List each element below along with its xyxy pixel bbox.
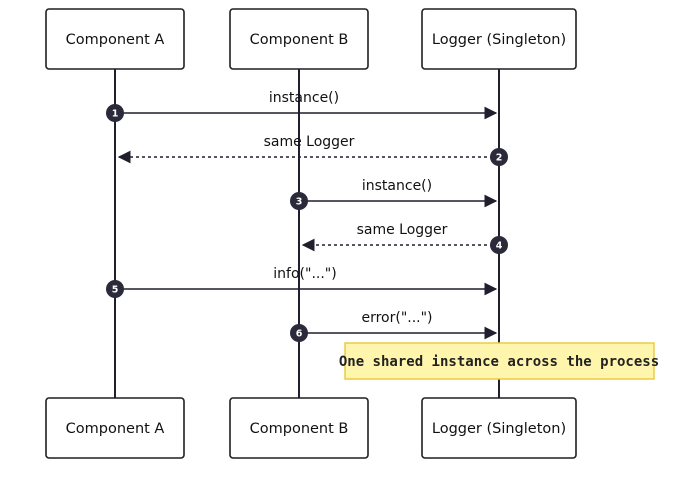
- message-label: instance(): [269, 90, 339, 106]
- actor-bottom-logger: Logger (Singleton): [421, 397, 577, 459]
- sequence-number: 1: [112, 109, 119, 120]
- sequence-number-badge: [490, 236, 508, 254]
- message-label: info("..."): [273, 266, 336, 282]
- actor-label: Component A: [66, 421, 165, 437]
- actor-top-component-b: Component B: [229, 8, 369, 70]
- message-label: same Logger: [264, 134, 355, 150]
- message-4: same Logger 4: [301, 222, 508, 254]
- sequence-number-badge: [290, 324, 308, 342]
- message-3: instance() 3: [290, 178, 498, 210]
- message-6: error("...") 6: [290, 310, 498, 342]
- sequence-number-badge: [290, 192, 308, 210]
- message-2: same Logger 2: [117, 134, 508, 166]
- message-1: instance() 1: [106, 90, 498, 122]
- sequence-number: 2: [496, 153, 503, 164]
- sequence-number-badge: [490, 148, 508, 166]
- actor-label: Logger (Singleton): [432, 421, 566, 437]
- actor-bottom-component-a: Component A: [45, 397, 185, 459]
- actor-label: Logger (Singleton): [432, 32, 566, 48]
- message-label: instance(): [362, 178, 432, 194]
- note-text: One shared instance across the process: [339, 354, 659, 370]
- sequence-number-badge: [106, 104, 124, 122]
- sequence-number: 6: [296, 329, 303, 340]
- actor-label: Component B: [250, 421, 349, 437]
- message-label: error("..."): [361, 310, 432, 326]
- actor-label: Component A: [66, 32, 165, 48]
- sequence-number: 5: [112, 285, 119, 296]
- sequence-number-badge: [106, 280, 124, 298]
- actor-top-logger: Logger (Singleton): [421, 8, 577, 70]
- message-label: same Logger: [357, 222, 448, 238]
- sequence-number: 3: [296, 197, 303, 208]
- sequence-number: 4: [496, 241, 503, 252]
- actor-label: Component B: [250, 32, 349, 48]
- note: One shared instance across the process: [339, 342, 659, 380]
- actor-top-component-a: Component A: [45, 8, 185, 70]
- actor-bottom-component-b: Component B: [229, 397, 369, 459]
- message-5: info("...") 5: [106, 266, 498, 298]
